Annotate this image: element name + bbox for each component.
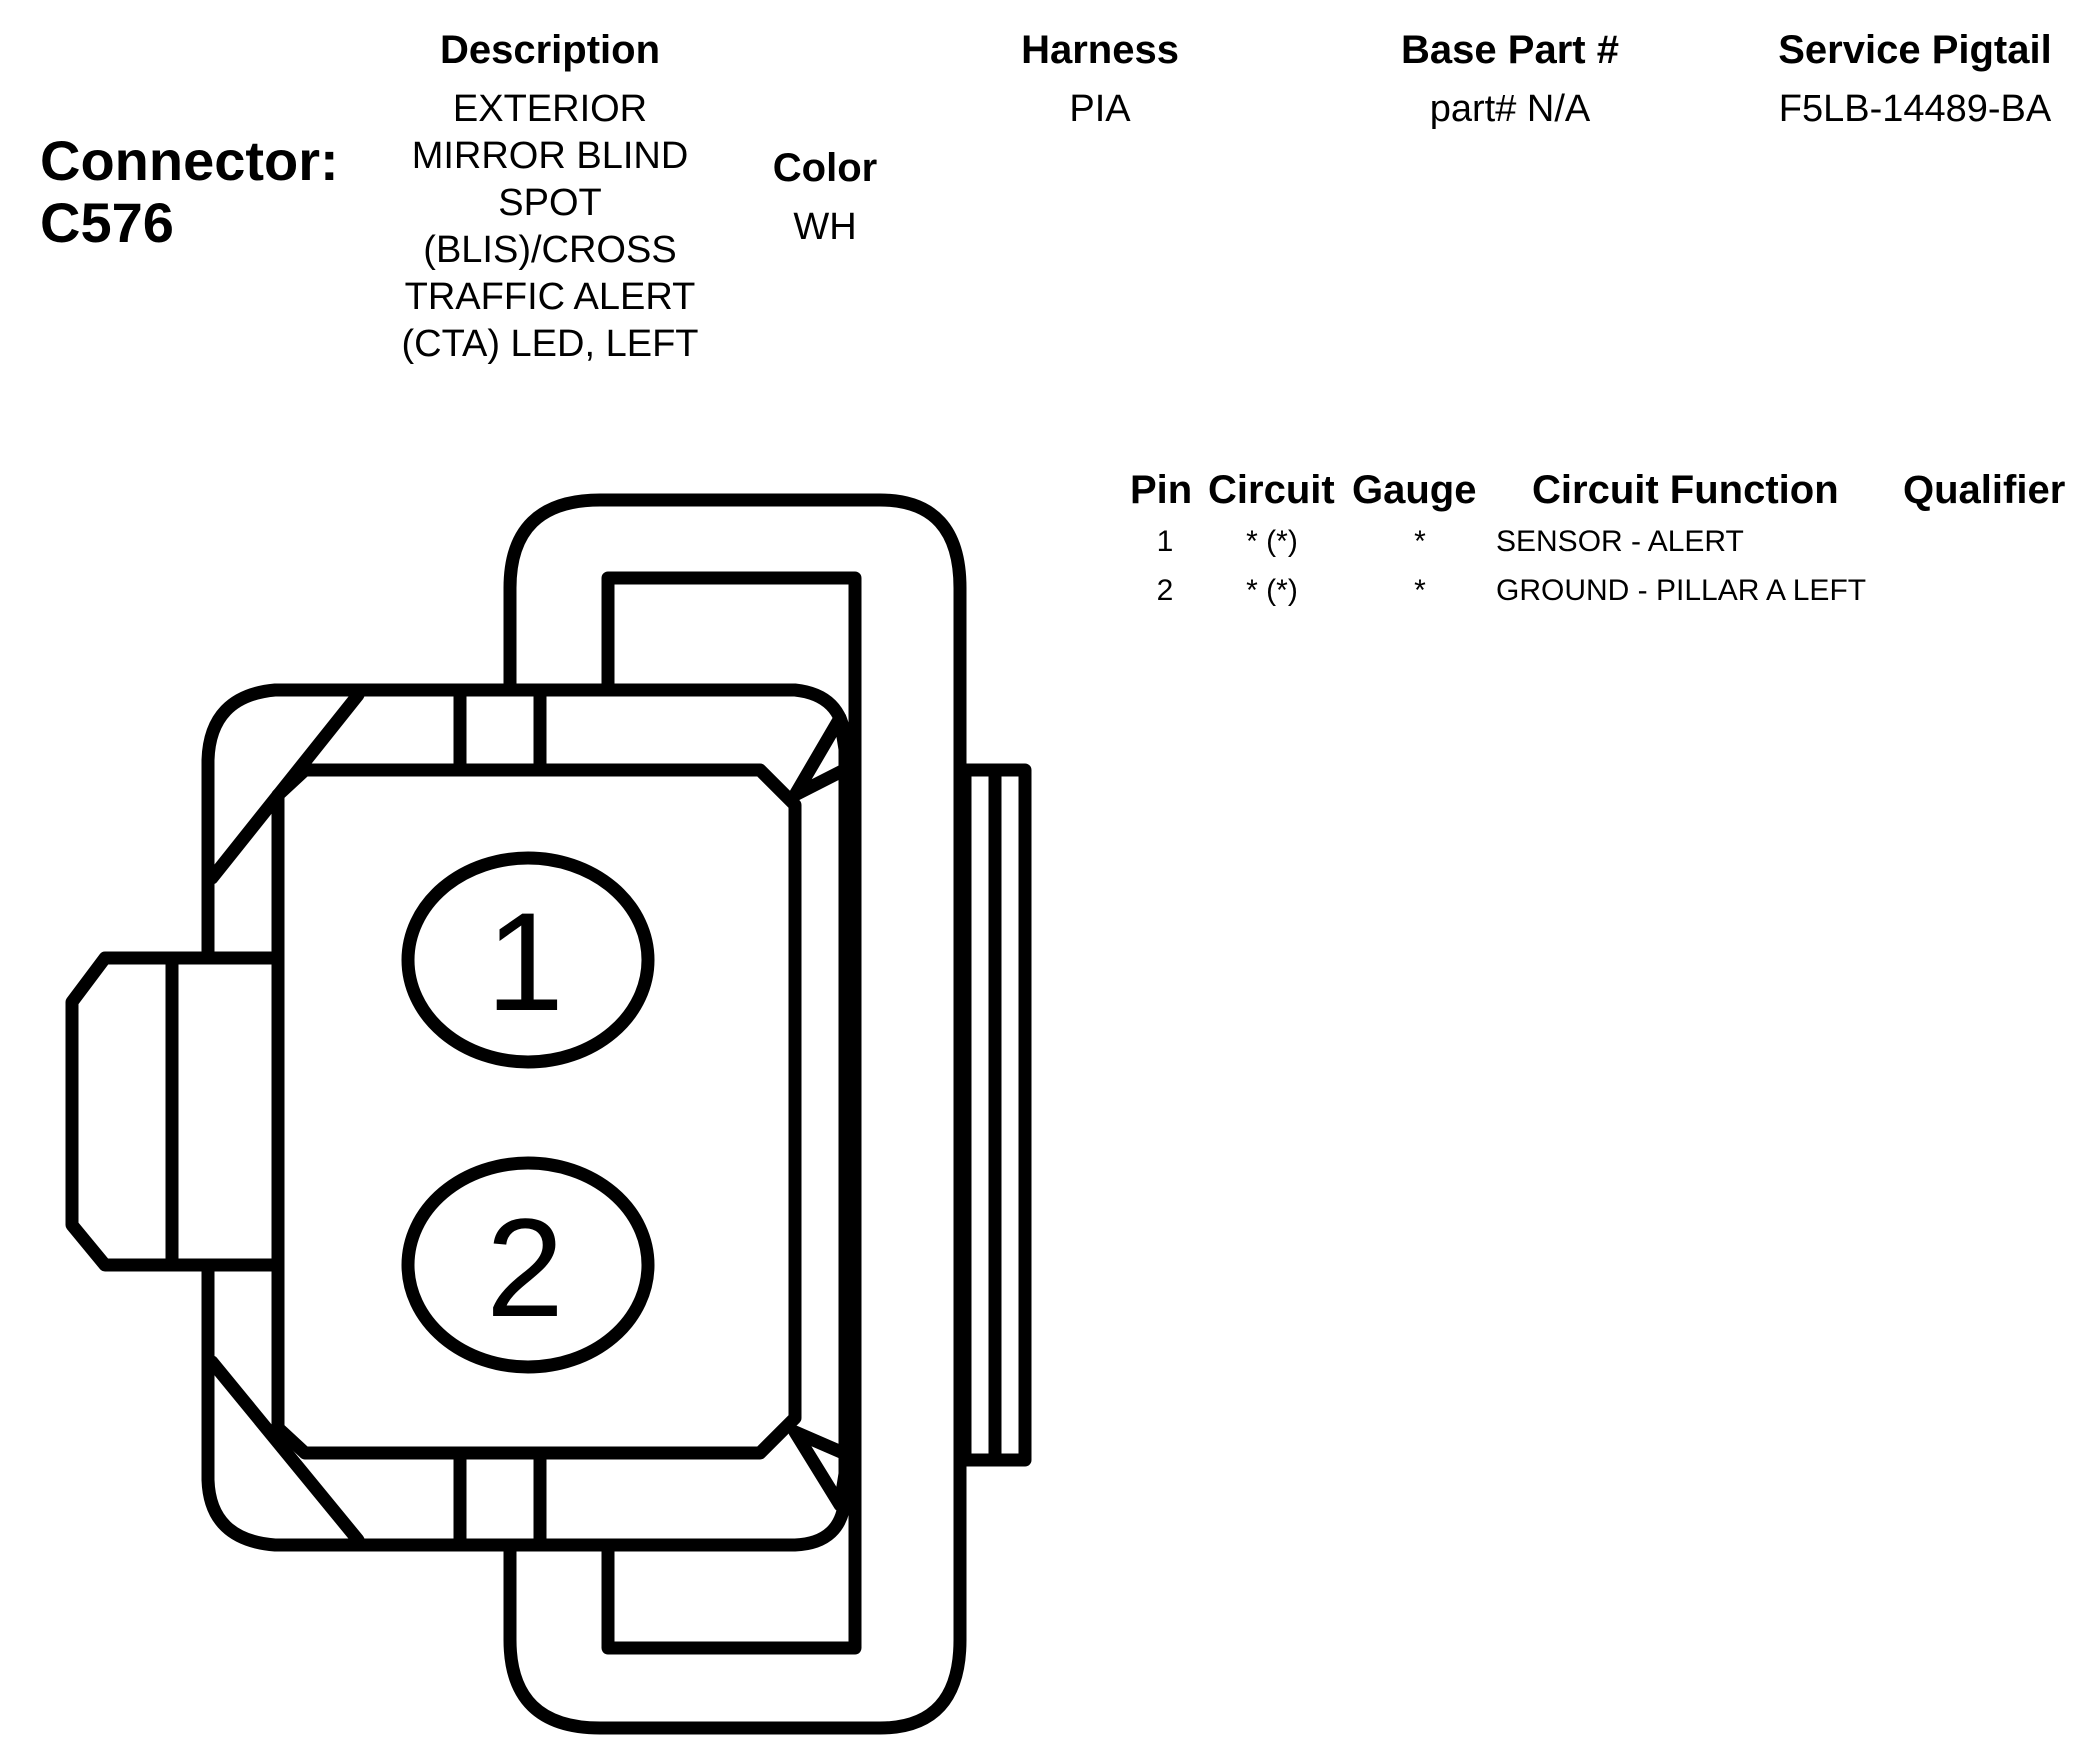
pin-cavity-outline xyxy=(271,763,802,1460)
service-pigtail-value: F5LB-14489-BA xyxy=(1778,88,2052,130)
description-value: EXTERIOR MIRROR BLIND SPOT (BLIS)/CROSS … xyxy=(370,86,730,368)
connector-id: C576 xyxy=(40,191,174,254)
column-header-circuit: Circuit xyxy=(1208,468,1335,512)
cell-circuit: * (*) xyxy=(1246,525,1298,558)
pin-1-label: 1 xyxy=(486,883,564,1040)
pin-2-circle xyxy=(401,1156,655,1374)
base-part-header: Base Part # xyxy=(1401,28,1619,72)
cell-gauge: * xyxy=(1414,574,1426,607)
connector-body-outline xyxy=(65,683,852,1552)
service-pigtail-header: Service Pigtail xyxy=(1778,28,2052,72)
description-line: (CTA) LED, LEFT xyxy=(401,323,699,365)
column-header-qualifier: Qualifier xyxy=(1903,468,2066,512)
color-value: WH xyxy=(793,206,857,248)
cell-gauge: * xyxy=(1414,525,1426,558)
description-line: SPOT xyxy=(498,182,602,224)
description-line: EXTERIOR xyxy=(452,88,648,130)
upper-bevel-line xyxy=(205,688,365,885)
column-header-pin: Pin xyxy=(1130,468,1193,512)
latch-inner-frame xyxy=(601,571,862,1655)
cell-circuit: * (*) xyxy=(1246,574,1298,607)
pin-2-label: 2 xyxy=(486,1189,564,1346)
column-header-gauge: Gauge xyxy=(1352,468,1477,512)
top-key xyxy=(453,685,547,777)
cell-pin: 2 xyxy=(1156,574,1174,607)
color-header: Color xyxy=(772,146,878,190)
column-header-circuit-function: Circuit Function xyxy=(1532,468,1839,512)
description-header: Description xyxy=(439,28,661,72)
cell-circuit-function: SENSOR - ALERT xyxy=(1496,525,1744,558)
harness-value: PIA xyxy=(1069,88,1131,130)
description-line: (BLIS)/CROSS xyxy=(423,229,677,271)
lower-bevel-line xyxy=(205,1355,365,1547)
upper-latch-wedge xyxy=(788,711,855,802)
cell-circuit-function: GROUND - PILLAR A LEFT xyxy=(1496,574,1867,607)
harness-header: Harness xyxy=(1021,28,1179,72)
pin-1-circle xyxy=(401,851,655,1069)
description-line: MIRROR BLIND xyxy=(411,135,689,177)
bottom-key xyxy=(453,1446,547,1552)
description-line: TRAFFIC ALERT xyxy=(404,276,696,318)
base-part-value: part# N/A xyxy=(1429,88,1591,130)
cell-pin: 1 xyxy=(1156,525,1174,558)
connector-title: Connector: C576 xyxy=(40,130,339,254)
lower-latch-wedge xyxy=(788,1425,855,1512)
connector-label: Connector: xyxy=(40,129,339,192)
